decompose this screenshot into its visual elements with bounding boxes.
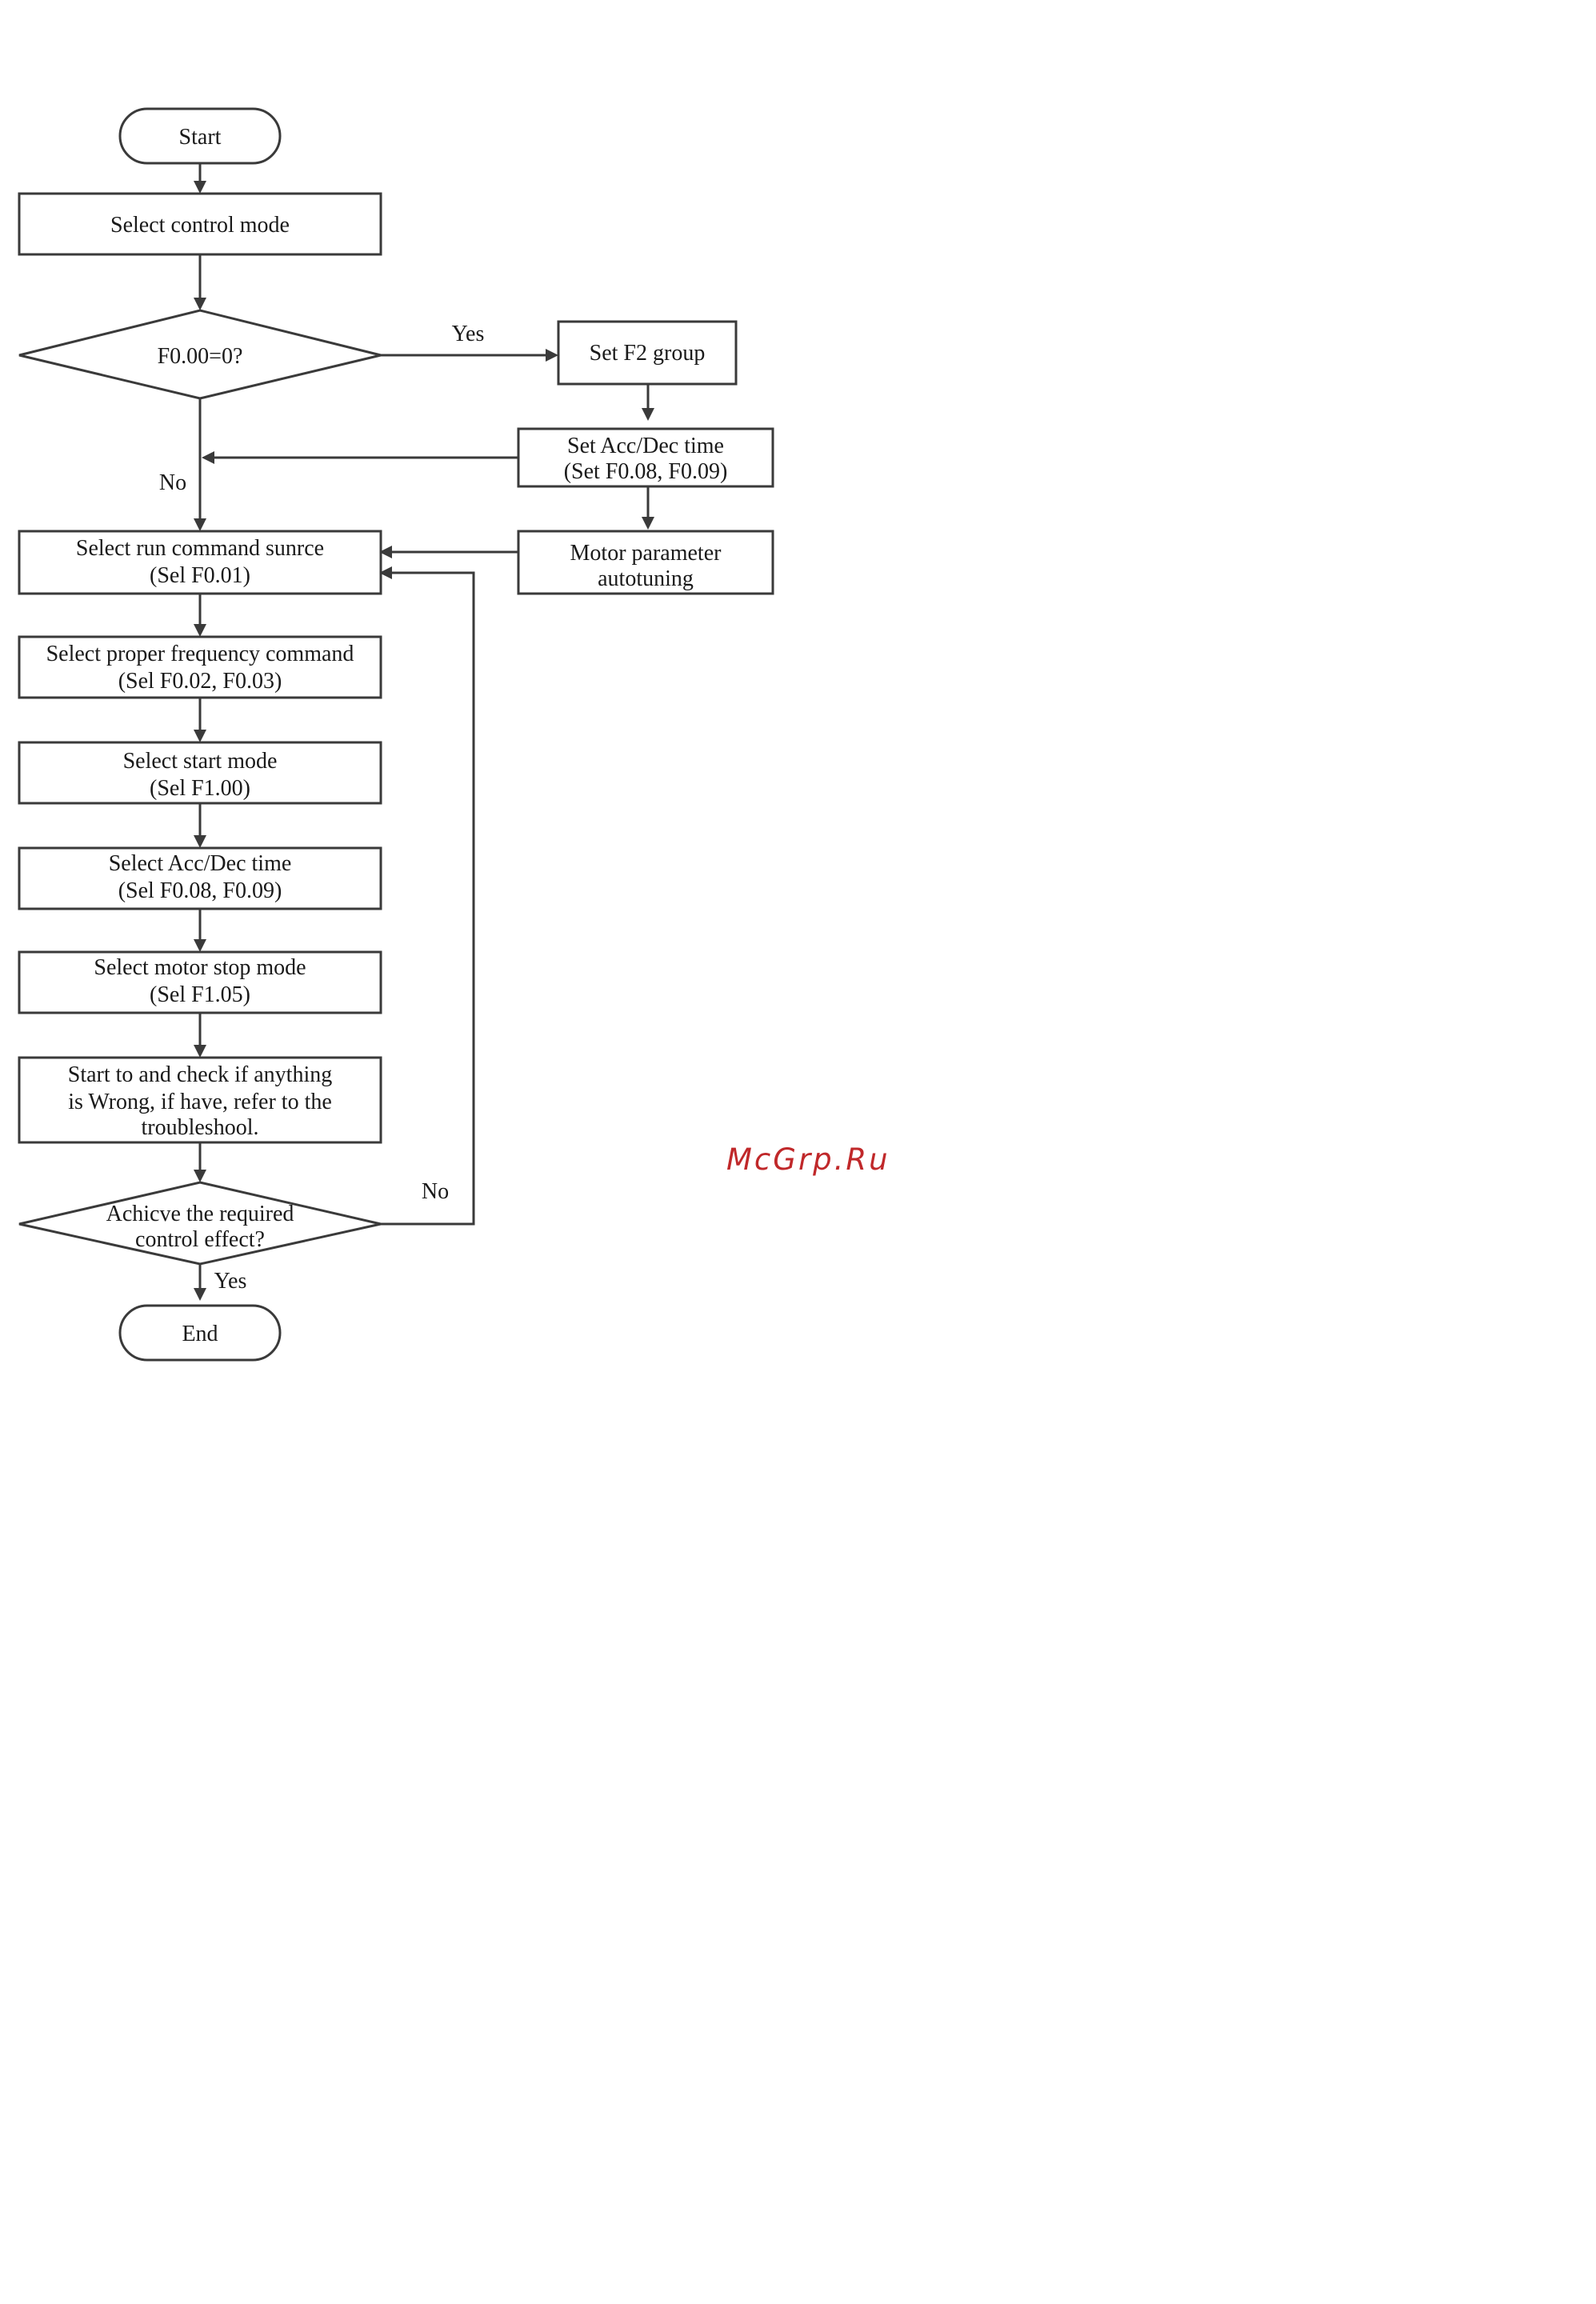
arrowhead <box>194 730 206 742</box>
run-cmd-line1: Select run command sunrce <box>76 536 324 561</box>
connectors <box>194 163 654 1301</box>
arrowhead <box>379 546 392 558</box>
sel-accdec-line2: (Sel F0.08, F0.09) <box>118 878 282 903</box>
arrowhead <box>202 451 214 464</box>
watermark-text: McGrp.Ru <box>726 1142 890 1177</box>
yes-label-2: Yes <box>214 1269 247 1294</box>
arrowhead <box>546 349 558 362</box>
yes-label-1: Yes <box>452 322 485 346</box>
node-end: End <box>118 1304 282 1362</box>
node-set-f2-group: Set F2 group <box>557 320 738 386</box>
check-line1: Start to and check if anything <box>68 1062 332 1087</box>
node-check-troubleshoot: Start to and check if anything is Wrong,… <box>18 1056 382 1144</box>
arrowhead <box>194 835 206 848</box>
decision-f000-label: F0.00=0? <box>158 344 243 369</box>
arrowhead <box>194 1170 206 1182</box>
arrowhead <box>194 181 206 194</box>
run-cmd-line2: (Sel F0.01) <box>150 563 250 588</box>
check-line3: troubleshool. <box>142 1115 259 1140</box>
no-label-2: No <box>422 1179 449 1204</box>
set-accdec-line2: (Set F0.08, F0.09) <box>564 459 728 484</box>
node-start-mode: Select start mode (Sel F1.00) <box>18 741 382 805</box>
node-start: Start <box>118 107 282 165</box>
freq-cmd-line1: Select proper frequency command <box>46 642 354 666</box>
achieve-line2: control effect? <box>135 1227 265 1252</box>
node-motor-parameter-autotuning: Motor parameter autotuning <box>517 530 774 595</box>
check-line2: is Wrong, if have, refer to the <box>68 1090 332 1114</box>
node-motor-stop-mode: Select motor stop mode (Sel F1.05) <box>18 950 382 1014</box>
stop-mode-line2: (Sel F1.05) <box>150 982 250 1007</box>
start-mode-line1: Select start mode <box>123 749 278 774</box>
arrowhead <box>194 298 206 310</box>
node-select-control-mode: Select control mode <box>18 192 382 256</box>
arrowhead <box>194 624 206 637</box>
arrowhead <box>194 1045 206 1058</box>
arrowhead <box>379 566 392 579</box>
start-mode-line2: (Sel F1.00) <box>150 776 250 801</box>
node-decision-f000: F0.00=0? <box>18 309 382 400</box>
arrowhead <box>194 518 206 531</box>
arrowhead <box>642 408 654 421</box>
arrowhead <box>642 517 654 530</box>
set-f2-group-label: Set F2 group <box>590 341 706 366</box>
node-set-accdec-time: Set Acc/Dec time (Set F0.08, F0.09) <box>517 427 774 488</box>
motor-param-line1: Motor parameter <box>570 541 722 566</box>
motor-param-line2: autotuning <box>598 566 694 591</box>
node-frequency-command: Select proper frequency command (Sel F0.… <box>18 635 382 699</box>
node-decision-achieve: Achicve the required control effect? <box>18 1181 382 1266</box>
node-run-command-source: Select run command sunrce (Sel F0.01) <box>18 530 382 595</box>
arrowhead <box>194 939 206 952</box>
arrowhead <box>194 1288 206 1301</box>
start-label: Start <box>179 125 222 150</box>
achieve-line1: Achicve the required <box>106 1202 294 1226</box>
freq-cmd-line2: (Sel F0.02, F0.03) <box>118 669 282 694</box>
no-label-1: No <box>159 470 186 495</box>
sel-accdec-line1: Select Acc/Dec time <box>109 851 292 876</box>
arrow-achieve-no-loop <box>381 571 475 1226</box>
stop-mode-line1: Select motor stop mode <box>94 955 306 980</box>
set-accdec-line1: Set Acc/Dec time <box>567 434 724 458</box>
end-label: End <box>182 1322 218 1346</box>
select-control-mode-label: Select control mode <box>110 213 290 238</box>
node-select-accdec-time: Select Acc/Dec time (Sel F0.08, F0.09) <box>18 846 382 910</box>
